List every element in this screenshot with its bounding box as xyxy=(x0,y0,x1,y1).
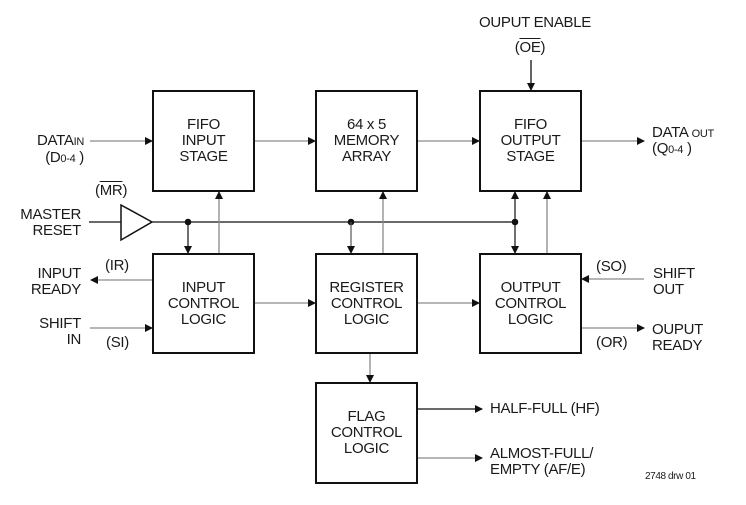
data-out-pin-open: (Q xyxy=(652,140,669,157)
data-out-sub: OUT xyxy=(691,128,715,140)
fifo-input-stage-label: FIFO INPUT STAGE xyxy=(179,116,228,165)
input-ready-pin-label: (IR) xyxy=(105,257,129,274)
output-enable-label: OUPUT ENABLE xyxy=(479,14,591,31)
output-ready-pin-label: (OR) xyxy=(596,334,628,351)
data-out-pin-label: (Q0-4 ) xyxy=(652,141,692,158)
output-enable-pin-label: (OE) xyxy=(480,40,580,56)
mr-pin: MR xyxy=(99,182,123,199)
almost-full-empty-line2: EMPTY (AF/E) xyxy=(490,461,586,478)
half-full-label: HALF-FULL (HF) xyxy=(490,400,600,417)
data-in-pin-close: ) xyxy=(75,149,84,166)
memory-array-label: 64 x 5 MEMORY ARRAY xyxy=(333,116,400,165)
data-in-label: DATAIN xyxy=(14,133,84,150)
data-in-sub: IN xyxy=(73,136,85,148)
data-in-pin-sub: 0-4 xyxy=(60,153,76,165)
master-reset-line1: MASTER xyxy=(20,206,81,223)
input-control-logic-block: INPUT CONTROL LOGIC xyxy=(152,253,255,354)
register-control-logic-block: REGISTER CONTROL LOGIC xyxy=(315,253,418,354)
data-out-pin-sub: 0-4 xyxy=(668,144,684,156)
memory-array-block: 64 x 5 MEMORY ARRAY xyxy=(315,90,418,192)
output-control-logic-block: OUTPUT CONTROL LOGIC xyxy=(479,253,582,354)
oe-pin: OE xyxy=(519,39,541,56)
fifo-output-stage-block: FIFO OUTPUT STAGE xyxy=(479,90,582,192)
input-ready-label: INPUT READY xyxy=(4,266,81,298)
data-in-pin-open: (D xyxy=(45,149,61,166)
oe-pin-close: ) xyxy=(540,39,546,56)
shift-out-label: SHIFT OUT xyxy=(653,266,695,298)
data-in-main: DATA xyxy=(37,132,74,149)
input-control-logic-label: INPUT CONTROL LOGIC xyxy=(167,278,240,328)
data-out-pin-close: ) xyxy=(683,140,692,157)
data-in-pin-label: (D0-4 ) xyxy=(14,150,84,167)
master-reset-line2: RESET xyxy=(32,222,81,239)
shift-in-label: SHIFT IN xyxy=(4,316,81,348)
almost-full-empty-label: ALMOST-FULL/ EMPTY (AF/E) xyxy=(490,446,593,478)
input-ready-line2: READY xyxy=(30,281,81,298)
fifo-input-stage-block: FIFO INPUT STAGE xyxy=(152,90,255,192)
shift-out-line2: OUT xyxy=(653,281,684,298)
master-reset-pin-label: (MR) xyxy=(95,183,127,199)
shift-in-line2: IN xyxy=(66,331,82,348)
data-out-main: DATA xyxy=(652,124,689,141)
shift-in-pin-label: (SI) xyxy=(106,334,129,351)
master-reset-label: MASTER RESET xyxy=(4,207,81,239)
buffer-triangle-icon xyxy=(120,203,154,242)
shift-out-line1: SHIFT xyxy=(653,265,695,282)
output-ready-line1: OUPUT xyxy=(652,321,704,338)
figure-id-label: 2748 drw 01 xyxy=(645,471,696,482)
almost-full-empty-line1: ALMOST-FULL/ xyxy=(490,445,594,462)
mr-pin-open: ( xyxy=(95,182,100,199)
shift-out-pin-label: (SO) xyxy=(596,258,627,275)
register-control-logic-label: REGISTER CONTROL LOGIC xyxy=(329,278,404,328)
shift-in-line1: SHIFT xyxy=(39,315,81,332)
input-ready-line1: INPUT xyxy=(37,265,81,282)
output-ready-line2: READY xyxy=(652,337,703,354)
flag-control-logic-label: FLAG CONTROL LOGIC xyxy=(330,408,403,457)
output-ready-label: OUPUT READY xyxy=(652,322,703,354)
mr-pin-close: ) xyxy=(122,182,128,199)
oe-pin-open: ( xyxy=(514,39,520,56)
output-control-logic-label: OUTPUT CONTROL LOGIC xyxy=(494,278,567,328)
fifo-output-stage-label: FIFO OUTPUT STAGE xyxy=(500,116,561,165)
flag-control-logic-block: FLAG CONTROL LOGIC xyxy=(315,382,418,484)
